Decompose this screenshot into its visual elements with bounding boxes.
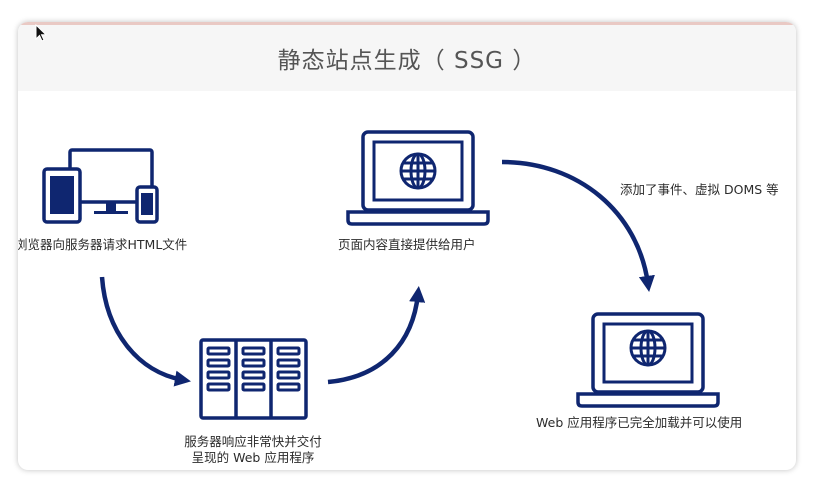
devices-icon [42, 148, 159, 224]
laptop-globe-icon [346, 130, 490, 226]
server-label-line2: 呈现的 Web 应用程序 [191, 450, 315, 465]
arrow-icon [501, 159, 655, 293]
slide-title: 静态站点生成（ SSG ） [277, 48, 537, 74]
request-label: 浏览器向服务器请求HTML文件 [18, 237, 188, 252]
slide: 静态站点生成（ SSG ） [18, 22, 796, 470]
mouse-cursor-icon [35, 24, 47, 42]
arrow-icon [327, 285, 426, 385]
page-label: 页面内容直接提供给用户 [338, 237, 476, 252]
arrow-icon [99, 276, 191, 387]
events-label: 添加了事件、虚拟 DOMS 等 [620, 182, 779, 197]
server-rack-icon [199, 338, 308, 420]
server-label-line1: 服务器响应非常快并交付 [184, 434, 322, 449]
laptop-globe-icon [576, 312, 720, 408]
diagram-art [42, 130, 720, 420]
loaded-label: Web 应用程序已完全加载并可以使用 [536, 415, 743, 430]
slide-top-border [18, 22, 796, 25]
server-label: 服务器响应非常快并交付 呈现的 Web 应用程序 [168, 434, 338, 466]
title-bar: 静态站点生成（ SSG ） [18, 25, 796, 91]
